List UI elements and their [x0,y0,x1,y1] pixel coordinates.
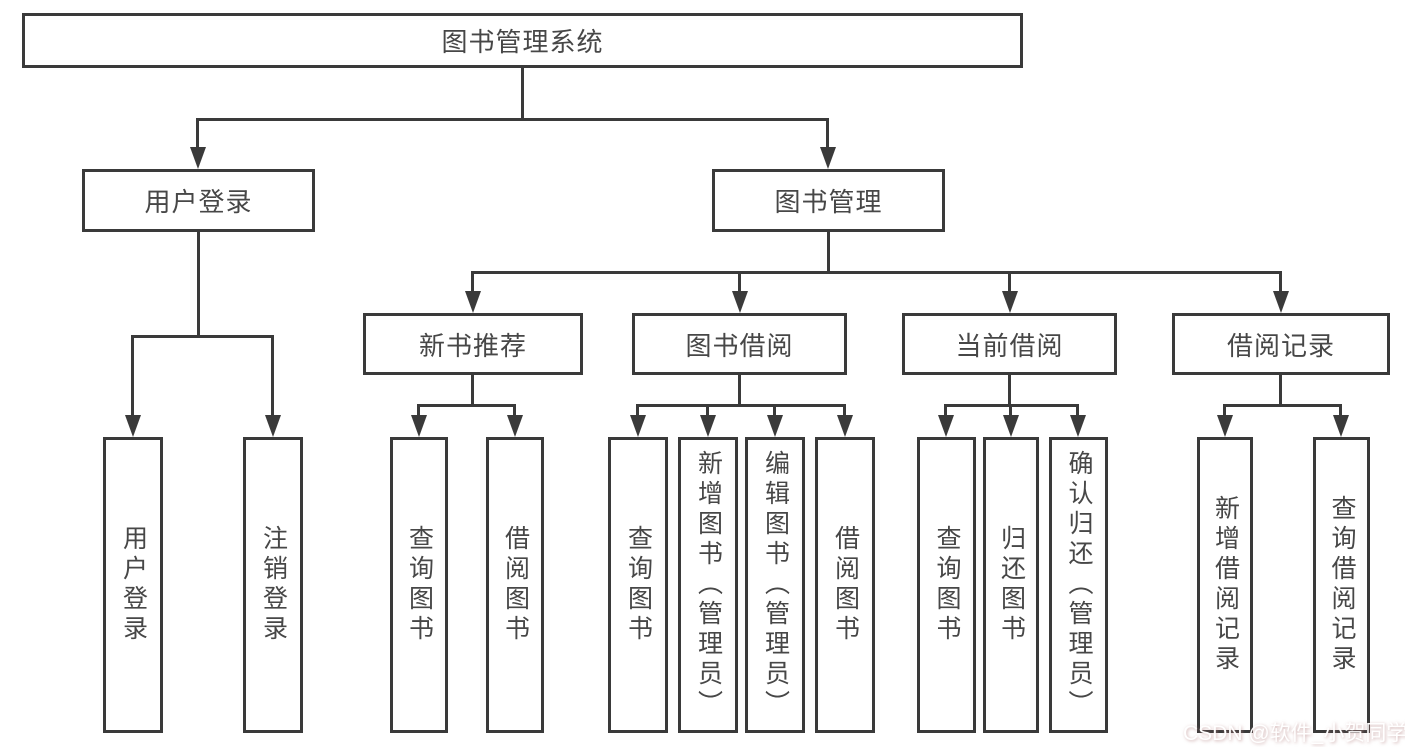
arrow-down-icon [1003,415,1019,437]
connector-stem [773,407,776,415]
connector-level3-hline [417,404,516,407]
arrow-down-icon [465,291,481,313]
connector-stem [471,375,474,407]
connector-stem [271,338,274,415]
connector-stem [843,407,846,415]
connector-stem [706,407,709,415]
leaf-edit-book-admin: 编辑图书（管理员） [745,437,805,733]
connector-stem [944,407,947,415]
arrow-down-icon [190,147,206,169]
connector-stem [471,274,474,291]
leaf-logout: 注销登录 [243,437,303,733]
arrow-down-icon [1273,291,1289,313]
node-user-login: 用户登录 [82,169,315,232]
connector-stem [1339,407,1342,415]
connector-level1-hline [196,118,829,121]
connector-stem [1008,375,1011,407]
leaf-return-book: 归还图书 [983,437,1039,733]
leaf-query-books-current: 查询图书 [917,437,976,733]
node-new-book-recommend: 新书推荐 [363,313,583,375]
arrow-down-icon [837,415,853,437]
arrow-down-icon [732,291,748,313]
connector-stem [738,375,741,407]
node-current-borrow: 当前借阅 [902,313,1117,375]
connector-stem [1279,274,1282,291]
connector-stem [1279,375,1282,407]
arrow-down-icon [507,415,523,437]
leaf-add-book-admin: 新增图书（管理员） [678,437,738,733]
connector-stem [738,274,741,291]
arrow-down-icon [1070,415,1086,437]
leaf-borrow-books: 借阅图书 [815,437,875,733]
connector-level3-hline [944,404,1079,407]
arrow-down-icon [938,415,954,437]
arrow-down-icon [1217,415,1233,437]
csdn-watermark: CSDN @软件_小贺同学 [1183,722,1405,745]
arrow-down-icon [265,415,281,437]
connector-stem [417,407,420,415]
arrow-down-icon [820,147,836,169]
connector-stem [513,407,516,415]
node-book-management: 图书管理 [712,169,945,232]
connector-stem [636,407,639,415]
connector-stem [1076,407,1079,415]
connector-level3-hline [636,404,846,407]
connector-root-stem [521,68,524,121]
leaf-query-books-borrow: 查询图书 [608,437,668,733]
connector-stem [196,121,199,147]
connector-user-login-hline [131,335,274,338]
leaf-user-login: 用户登录 [103,437,163,733]
arrow-down-icon [630,415,646,437]
leaf-query-borrow-record: 查询借阅记录 [1313,437,1370,733]
arrow-down-icon [767,415,783,437]
connector-level3-hline [1223,404,1342,407]
arrow-down-icon [700,415,716,437]
node-library-system: 图书管理系统 [22,13,1023,68]
leaf-add-borrow-record: 新增借阅记录 [1197,437,1253,733]
arrow-down-icon [1002,291,1018,313]
leaf-query-books-recommend: 查询图书 [390,437,448,733]
node-book-borrow: 图书借阅 [632,313,847,375]
arrow-down-icon [125,415,141,437]
connector-stem [826,121,829,147]
connector-user-login-stem [197,232,200,338]
connector-book-mgmt-stem [827,232,830,274]
leaf-confirm-return-admin: 确认归还（管理员） [1049,437,1108,733]
leaf-borrow-books-recommend: 借阅图书 [486,437,544,733]
arrow-down-icon [411,415,427,437]
connector-level2-hline [471,271,1282,274]
connector-stem [1008,274,1011,291]
arrow-down-icon [1333,415,1349,437]
connector-stem [1223,407,1226,415]
connector-stem [1009,407,1012,415]
node-borrow-records: 借阅记录 [1172,313,1390,375]
connector-stem [131,338,134,415]
